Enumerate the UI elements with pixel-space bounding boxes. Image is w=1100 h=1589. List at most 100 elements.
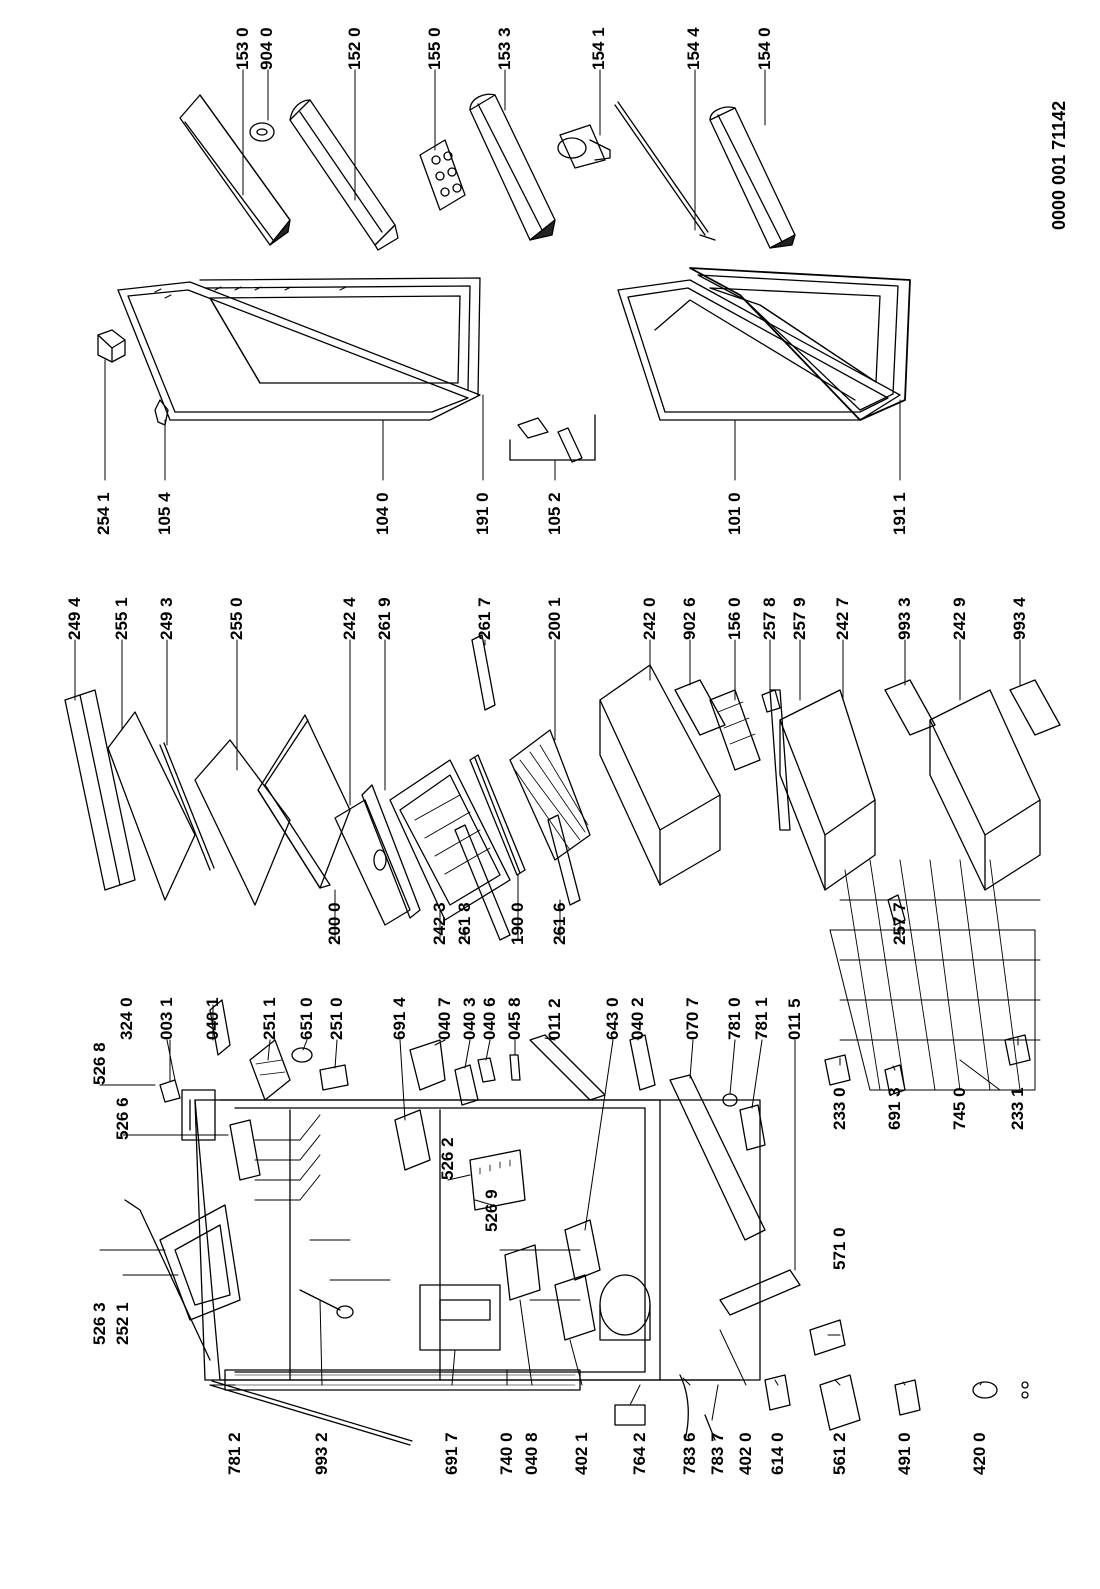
- door-bin-154-0-drawing: [710, 107, 795, 248]
- part-label: 200 1: [545, 597, 564, 640]
- clip-257-7-drawing: [888, 895, 905, 925]
- hinge-040-1-drawing: [210, 1000, 230, 1055]
- part-label: 261 9: [375, 597, 394, 640]
- part-label: 324 0: [117, 997, 136, 1040]
- part-label: 993 4: [1010, 597, 1029, 640]
- flap-993-3-drawing: [885, 680, 935, 735]
- starter-571-0-drawing: [810, 1320, 845, 1355]
- bracket-233-1-drawing: [1005, 1035, 1030, 1065]
- part-label: 040 1: [203, 997, 222, 1040]
- part-label: 191 0: [473, 492, 492, 535]
- part-label: 526 8: [90, 1042, 109, 1085]
- part-label: 783 7: [708, 1432, 727, 1475]
- frame-190-0-drawing: [470, 755, 525, 875]
- compressor-402-0-drawing: [600, 1275, 650, 1340]
- part-label: 902 6: [680, 597, 699, 640]
- rail-261-7-drawing: [472, 635, 495, 710]
- crisper-242-3-drawing: [390, 760, 510, 920]
- part-label: 153 0: [233, 27, 252, 70]
- thermostat-993-2-drawing: [300, 1290, 353, 1318]
- part-label: 261 6: [550, 902, 569, 945]
- part-label: 104 0: [373, 492, 392, 535]
- part-label: 402 1: [572, 1432, 591, 1475]
- flap-902-6-drawing: [675, 680, 725, 735]
- part-label: 252 1: [113, 1302, 132, 1345]
- part-781-1-drawing: [740, 1105, 765, 1150]
- bottle-holder-154-1-drawing: [558, 125, 610, 168]
- part-label: 040 3: [460, 997, 479, 1040]
- hinge-cap-254-1-drawing: [98, 330, 125, 362]
- part-label: 691 7: [442, 1432, 461, 1475]
- part-label: 105 2: [545, 492, 564, 535]
- part-label: 561 2: [830, 1432, 849, 1475]
- part-label: 070 7: [683, 997, 702, 1040]
- document-number: 0000 001 71142: [1049, 100, 1069, 230]
- part-label: 571 0: [830, 1227, 849, 1270]
- part-label: 691 3: [885, 1087, 904, 1130]
- part-label: 783 6: [680, 1432, 699, 1475]
- plug-491-0-drawing: [895, 1380, 920, 1415]
- frame-part-526-6-drawing: [230, 1120, 260, 1180]
- light-643-0-drawing: [565, 1220, 600, 1280]
- part-label: 242 4: [340, 597, 359, 640]
- part-label: 249 4: [65, 597, 84, 640]
- lamp-cover-251-1-drawing: [250, 1040, 290, 1100]
- rail-261-8-drawing: [455, 825, 510, 940]
- part-label: 040 2: [628, 997, 647, 1040]
- part-label: 740 0: [497, 1432, 516, 1475]
- leader-lines: [75, 70, 1020, 1420]
- wire-783-7-drawing: [705, 1415, 715, 1440]
- part-label: 154 1: [589, 27, 608, 70]
- relay-561-2-drawing: [820, 1375, 860, 1430]
- part-label: 526 3: [90, 1302, 109, 1345]
- door-bin-153-0-drawing: [180, 95, 290, 245]
- part-label: 040 8: [522, 1432, 541, 1475]
- part-label: 781 2: [225, 1432, 244, 1475]
- door-gasket-191-1-drawing: [690, 268, 910, 420]
- part-label: 045 8: [505, 997, 524, 1040]
- part-label: 233 0: [830, 1087, 849, 1130]
- bracket-040-8-drawing: [505, 1245, 540, 1300]
- part-040-7-drawing: [410, 1040, 445, 1090]
- part-label: 993 3: [895, 597, 914, 640]
- part-label: 402 0: [736, 1432, 755, 1475]
- part-label: 643 0: [603, 997, 622, 1040]
- part-691-3-drawing: [885, 1065, 905, 1095]
- part-label: 154 4: [684, 27, 703, 70]
- part-label: 255 0: [227, 597, 246, 640]
- shelf-200-0-drawing: [258, 715, 350, 888]
- part-label: 011 2: [545, 998, 564, 1040]
- relay-402-1-drawing: [555, 1275, 595, 1340]
- rail-257-9-drawing: [770, 690, 790, 830]
- trim-070-7-drawing: [670, 1075, 765, 1240]
- part-040-3-drawing: [455, 1065, 478, 1105]
- part-label: 691 4: [390, 997, 409, 1040]
- drier-764-2-drawing: [615, 1405, 645, 1425]
- lamp-651-0-drawing: [292, 1048, 312, 1062]
- rail-011-2-drawing: [530, 1035, 605, 1100]
- flap-993-4-drawing: [1010, 680, 1060, 735]
- door-bin-152-0-drawing: [290, 100, 398, 250]
- basket-242-0-drawing: [600, 665, 720, 885]
- rod-781-2-drawing: [210, 1381, 412, 1445]
- part-label: 191 1: [890, 492, 909, 535]
- part-label: 011 5: [785, 998, 804, 1040]
- bracket-526-8-drawing: [160, 1080, 180, 1102]
- part-label: 242 3: [430, 902, 449, 945]
- part-label: 526 6: [113, 1097, 132, 1140]
- part-label: 261 8: [455, 902, 474, 945]
- drawer-front-242-4-drawing: [335, 800, 410, 925]
- upper-door-104-0-drawing: [118, 278, 480, 420]
- protector-614-0-drawing: [765, 1375, 790, 1410]
- part-label: 040 7: [435, 997, 454, 1040]
- part-label: 745 0: [950, 1087, 969, 1130]
- part-label: 993 2: [312, 1432, 331, 1475]
- part-label: 242 9: [950, 597, 969, 640]
- rail-011-5-drawing: [720, 1270, 800, 1315]
- part-label: 156 0: [725, 597, 744, 640]
- part-label: 526 2: [438, 1137, 457, 1180]
- rod-154-4-drawing: [615, 102, 715, 240]
- part-label: 249 3: [157, 597, 176, 640]
- door-bin-153-3-drawing: [470, 94, 555, 240]
- part-label: 105 4: [155, 492, 174, 535]
